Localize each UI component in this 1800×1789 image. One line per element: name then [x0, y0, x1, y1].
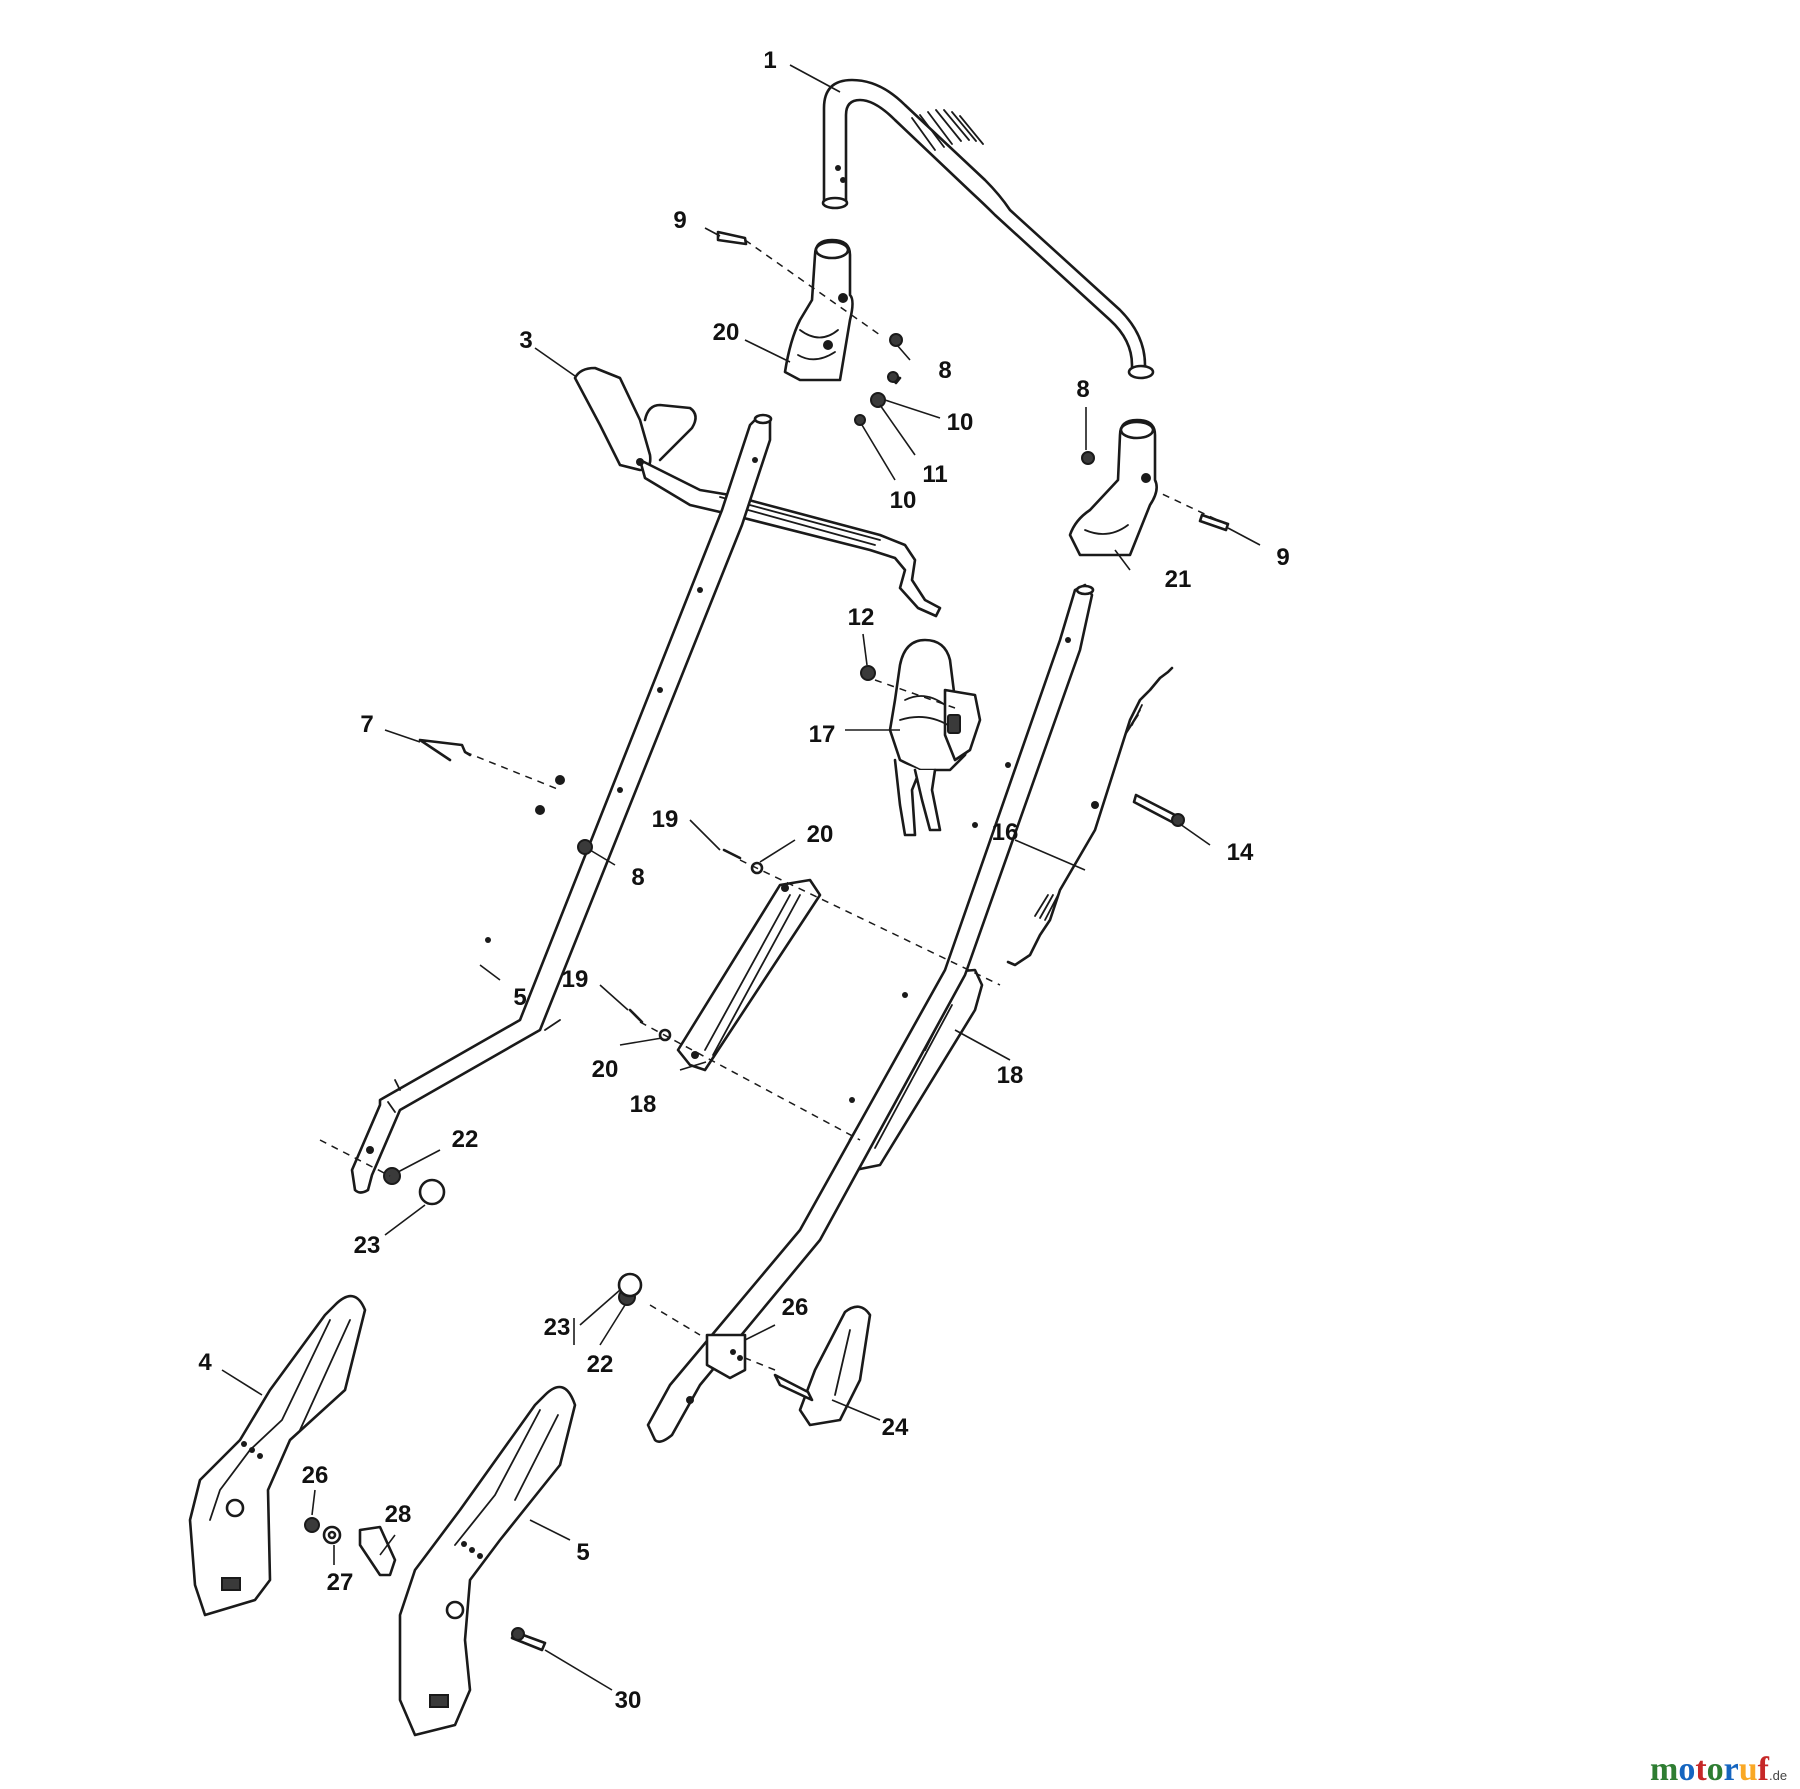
left-handle-bracket — [783, 238, 854, 382]
brand-suffix: .de — [1769, 1768, 1787, 1783]
callout-30: 30 — [615, 1687, 642, 1714]
callout-25: 24 — [882, 1414, 909, 1441]
brand-logo: motoruf.de — [1650, 1751, 1787, 1788]
callout-23-bottom: 22 — [587, 1351, 614, 1378]
right-lower-bracket — [398, 1385, 577, 1737]
callout-8: 7 — [360, 711, 373, 738]
callout-21: 20 — [713, 319, 740, 346]
quick-release-lever — [773, 1305, 872, 1427]
callout-28: 27 — [327, 1569, 354, 1596]
control-lever — [573, 366, 942, 618]
callout-11: 11 — [922, 461, 947, 488]
leader-lines — [221, 64, 1261, 1691]
upper-handle-bar — [821, 78, 1155, 380]
callout-1: 1 — [763, 47, 776, 74]
assembly-lines — [319, 239, 1229, 1371]
brand-letter-o2: o — [1707, 1751, 1724, 1788]
callout-29: 28 — [385, 1501, 412, 1528]
brand-letter-f: f — [1758, 1751, 1770, 1788]
callout-13-right: 9 — [1276, 544, 1289, 571]
callout-3: 3 — [519, 327, 532, 354]
callout-19-bottom: 19 — [562, 966, 589, 993]
brand-letter-u: u — [1739, 1751, 1758, 1788]
brand-letter-t: t — [1695, 1751, 1707, 1788]
callout-labels: 1 9 20 8 8 3 10 11 10 9 21 12 7 17 16 14… — [198, 47, 1289, 1714]
left-lower-bracket — [188, 1294, 367, 1617]
throttle-control — [888, 638, 982, 837]
callout-10-top: 10 — [947, 409, 974, 436]
callout-26: 26 — [782, 1294, 809, 1321]
brand-letter-o1: o — [1678, 1751, 1695, 1788]
right-handle-bracket — [1068, 418, 1158, 557]
right-lower-handle-tube — [646, 583, 1095, 1443]
bowden-cable — [1006, 666, 1174, 967]
callout-19-top: 19 — [652, 806, 679, 833]
callout-9-mid: 8 — [631, 864, 644, 891]
callout-27: 26 — [302, 1462, 329, 1489]
brand-letter-r: r — [1724, 1751, 1739, 1788]
callout-4: 4 — [198, 1349, 212, 1376]
left-lower-handle-tube — [350, 413, 773, 1194]
lever-block — [705, 1333, 747, 1380]
callout-17: 17 — [809, 721, 836, 748]
fasteners — [304, 230, 1230, 1652]
cable-clip-left — [676, 878, 822, 1072]
callout-10-bottom: 10 — [890, 487, 917, 514]
callout-16: 16 — [992, 819, 1019, 846]
callout-20-bottom: 20 — [592, 1056, 619, 1083]
callout-14: 14 — [1227, 839, 1254, 866]
callout-7: 5 — [513, 984, 526, 1011]
callout-13-top: 9 — [673, 207, 686, 234]
callout-22: 21 — [1165, 566, 1192, 593]
callout-9-right: 8 — [1076, 376, 1089, 403]
callout-9-top: 8 — [938, 357, 951, 384]
callout-24-bottom: 23 — [544, 1314, 571, 1341]
brand-letter-m: m — [1650, 1751, 1678, 1788]
callout-24-top: 23 — [354, 1232, 381, 1259]
callout-18-left: 18 — [630, 1091, 657, 1118]
callout-5: 5 — [576, 1539, 589, 1566]
callout-20-top: 20 — [807, 821, 834, 848]
callout-23-top: 22 — [452, 1126, 479, 1153]
callout-12: 12 — [848, 604, 875, 631]
callout-18-right: 18 — [997, 1062, 1024, 1089]
